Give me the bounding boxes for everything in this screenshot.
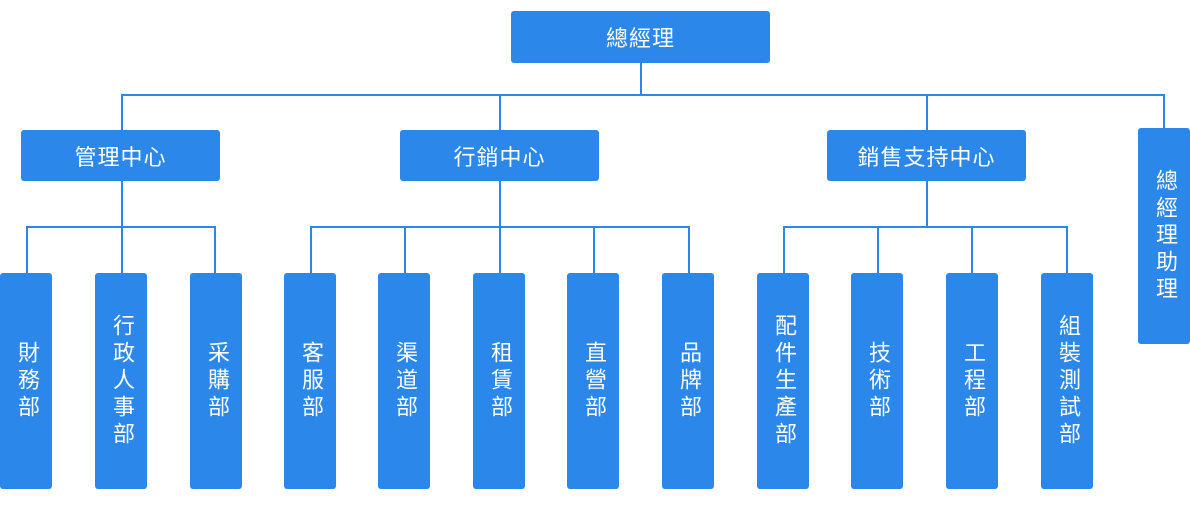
department-node-label: 行政人事部 (109, 313, 134, 449)
assistant-node: 總經理助理 (1138, 128, 1190, 344)
root-node-label: 總經理 (605, 27, 675, 52)
department-node: 組裝測試部 (1041, 273, 1093, 489)
connector-level1-bus (121, 94, 1165, 96)
department-node-label: 技術部 (865, 340, 890, 422)
department-node-label: 直營部 (581, 340, 606, 422)
connector-marketing-drop-1 (310, 226, 312, 273)
center-node-label: 管理中心 (74, 145, 167, 171)
department-node: 配件生產部 (757, 273, 809, 489)
connector-marketing-down (499, 181, 501, 227)
center-node-marketing: 行銷中心 (400, 130, 599, 181)
department-node-label: 配件生產部 (771, 313, 796, 449)
department-node: 采購部 (190, 273, 242, 489)
department-node: 工程部 (946, 273, 998, 489)
department-node-label: 租賃部 (487, 340, 512, 422)
connector-management-down (121, 181, 123, 227)
connector-sales-support-drop-4 (1066, 226, 1068, 273)
department-node: 財務部 (0, 273, 52, 489)
center-node-management: 管理中心 (21, 130, 220, 181)
connector-to-marketing-center (499, 94, 501, 130)
connector-sales-support-drop-2 (877, 226, 879, 273)
connector-sales-support-bus (783, 226, 1068, 228)
connector-management-drop-2 (121, 226, 123, 273)
department-node-label: 品牌部 (676, 340, 701, 422)
connector-management-drop-1 (26, 226, 28, 273)
center-node-label: 行銷中心 (453, 145, 546, 171)
connector-sales-support-down (926, 181, 928, 227)
connector-root-down (640, 62, 642, 96)
department-node: 租賃部 (473, 273, 525, 489)
department-node-label: 采購部 (204, 340, 229, 422)
connector-to-management-center (121, 94, 123, 130)
connector-marketing-drop-5 (688, 226, 690, 273)
department-node: 渠道部 (378, 273, 430, 489)
center-node-label: 銷售支持中心 (857, 145, 996, 171)
department-node-label: 財務部 (14, 340, 39, 422)
connector-sales-support-drop-1 (783, 226, 785, 273)
assistant-node-label: 總經理助理 (1152, 168, 1177, 304)
department-node: 直營部 (567, 273, 619, 489)
connector-marketing-drop-4 (593, 226, 595, 273)
department-node-label: 渠道部 (392, 340, 417, 422)
department-node: 品牌部 (662, 273, 714, 489)
connector-management-drop-3 (214, 226, 216, 273)
department-node-label: 組裝測試部 (1055, 313, 1080, 449)
department-node-label: 工程部 (960, 340, 985, 422)
department-node: 行政人事部 (95, 273, 147, 489)
connector-sales-support-drop-3 (971, 226, 973, 273)
department-node-label: 客服部 (298, 340, 323, 422)
root-node-general-manager: 總經理 (511, 11, 770, 63)
connector-to-sales-support-center (926, 94, 928, 130)
connector-marketing-drop-2 (404, 226, 406, 273)
connector-to-assistant (1163, 94, 1165, 128)
department-node: 客服部 (284, 273, 336, 489)
center-node-sales-support: 銷售支持中心 (827, 130, 1026, 181)
connector-marketing-drop-3 (499, 226, 501, 273)
department-node: 技術部 (851, 273, 903, 489)
